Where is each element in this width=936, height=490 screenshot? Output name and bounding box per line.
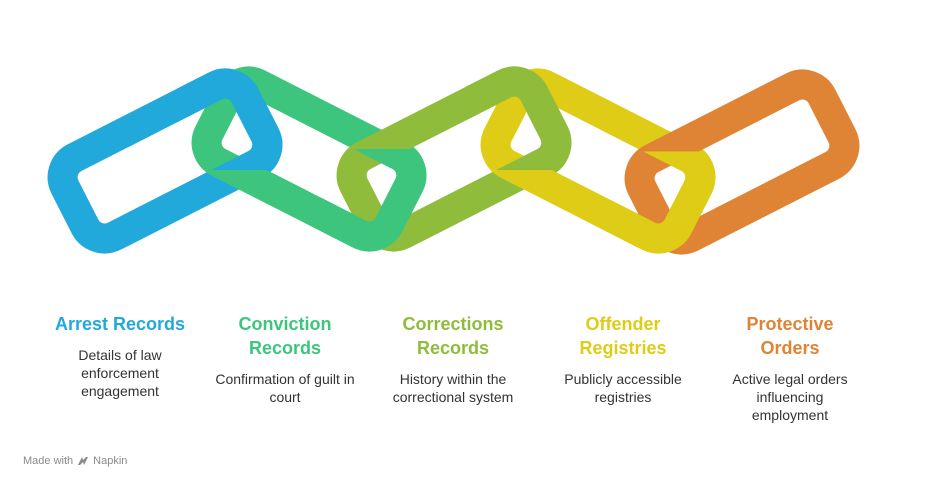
item-description: History within the correctional system [392,371,514,405]
link-overlap-segment [610,151,716,254]
link-ring [610,151,716,254]
item-offender-registries: Offender Registries Publicly accessible … [535,312,711,406]
item-description: Details of law enforcement engagement [78,347,162,399]
item-title: Corrections Records [402,314,504,358]
link-ring [177,68,283,170]
link-overlap-segment [321,149,427,252]
item-description: Active legal orders influencing employme… [732,371,848,423]
item-arrest-records: Arrest Records Details of law enforcemen… [32,312,208,400]
link-overlap-segment [466,66,572,170]
footer-attribution: Made with Napkin [23,455,127,467]
link-overlap [177,68,283,170]
link-ring [466,66,572,170]
link-ring [624,69,860,255]
link-ring [321,149,427,252]
napkin-brand-label: Napkin [93,455,128,467]
napkin-logo-icon [78,457,89,465]
chain-diagram [47,66,860,255]
item-title: Conviction Records [238,314,332,358]
item-title: Arrest Records [54,314,186,334]
item-description: Publicly accessible registries [564,371,682,405]
link-overlap [610,151,716,254]
link-protective-orders [624,69,860,255]
item-corrections-records: Corrections Records History within the c… [365,312,541,406]
item-protective-orders: Protective Orders Active legal orders in… [702,312,878,424]
item-description: Confirmation of guilt in court [215,371,355,405]
link-overlap [321,149,427,252]
link-overlap [466,66,572,170]
item-conviction-records: Conviction Records Confirmation of guilt… [197,312,373,406]
item-title: Offender Registries [579,314,667,358]
made-with-label: Made with [23,455,74,467]
item-title: Protective Orders [746,314,834,358]
link-overlap-segment [177,68,283,170]
